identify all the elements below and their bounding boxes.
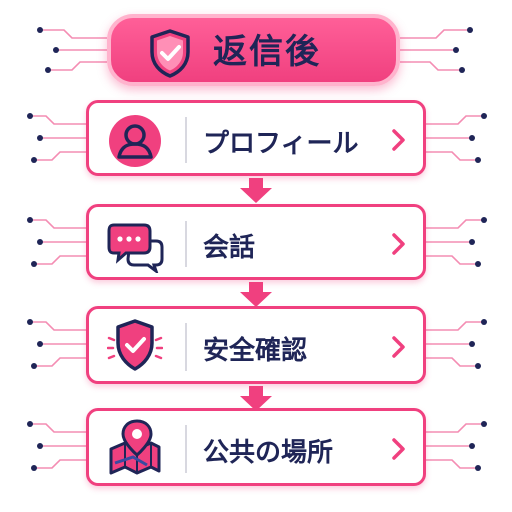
chevron-right-icon xyxy=(392,233,405,255)
divider xyxy=(185,323,187,371)
header-banner: 返信後 xyxy=(107,14,400,86)
step-profile[interactable]: プロフィール xyxy=(86,100,426,176)
map-pin-icon xyxy=(109,419,161,475)
divider xyxy=(185,221,187,267)
chevron-right-icon xyxy=(392,438,405,460)
chevron-right-icon xyxy=(392,129,405,151)
arrow-down-icon xyxy=(240,282,272,307)
step-conversation[interactable]: 会話 xyxy=(86,204,426,280)
step-label: 公共の場所 xyxy=(203,438,334,468)
arrow-down-icon xyxy=(240,178,272,203)
chat-bubbles-icon xyxy=(107,223,164,273)
step-label: 会話 xyxy=(203,233,256,263)
shield-check-icon xyxy=(107,319,163,371)
shield-check-icon xyxy=(150,29,190,78)
divider xyxy=(185,425,187,473)
step-label: プロフィール xyxy=(203,129,359,159)
step-public-place[interactable]: 公共の場所 xyxy=(86,408,426,486)
chevron-right-icon xyxy=(392,336,405,358)
divider xyxy=(185,117,187,163)
arrow-down-icon xyxy=(240,386,272,411)
header-title: 返信後 xyxy=(213,32,321,72)
step-label: 安全確認 xyxy=(203,336,308,366)
step-safety-check[interactable]: 安全確認 xyxy=(86,306,426,384)
user-profile-icon xyxy=(109,115,161,167)
